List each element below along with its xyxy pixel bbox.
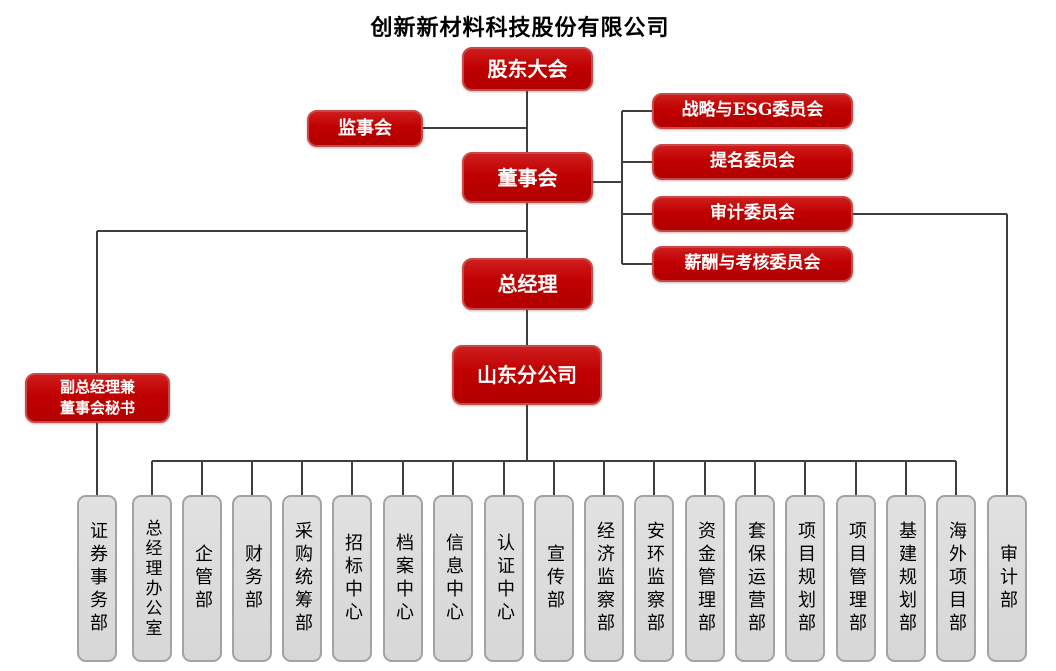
- connector-line: [905, 461, 907, 495]
- connector-line: [1006, 214, 1008, 495]
- connector-line: [526, 310, 528, 345]
- node-remuneration-assessment-committee: 薪酬与考核委员会: [652, 246, 853, 282]
- chart-title: 创新新材料科技股份有限公司: [370, 16, 670, 41]
- node-dept-project-management: 项目管理部: [836, 495, 876, 662]
- node-dept-bidding-center: 招标中心: [332, 495, 372, 662]
- node-dept-infrastructure-planning: 基建规划部: [886, 495, 926, 662]
- connector-line: [853, 213, 1007, 215]
- node-dept-overseas-projects: 海外项目部: [936, 495, 976, 662]
- node-dept-publicity: 宣传部: [534, 495, 574, 662]
- node-deputy-gm-board-secretary: 副总经理兼 董事会秘书: [25, 373, 170, 423]
- connector-line: [503, 461, 505, 495]
- connector-line: [452, 461, 454, 495]
- connector-line: [622, 110, 652, 112]
- node-dept-economic-supervision: 经济监察部: [584, 495, 624, 662]
- connector-line: [955, 461, 957, 495]
- node-supervisory-board: 监事会: [307, 110, 423, 147]
- node-nomination-committee: 提名委员会: [652, 144, 853, 180]
- connector-line: [251, 461, 253, 495]
- connector-line: [622, 161, 652, 163]
- connector-line: [526, 405, 528, 461]
- node-dept-securities-affairs: 证券事务部: [77, 495, 117, 662]
- connector-line: [301, 461, 303, 495]
- node-dept-audit: 审计部: [987, 495, 1027, 662]
- node-dept-project-planning: 项目规划部: [785, 495, 825, 662]
- connector-line: [201, 461, 203, 495]
- node-audit-committee: 审计委员会: [652, 196, 853, 232]
- connector-line: [423, 127, 527, 129]
- node-strategy-esg-committee: 战略与ESG委员会: [652, 93, 853, 129]
- connector-line: [704, 461, 706, 495]
- connector-line: [553, 461, 555, 495]
- node-shandong-branch: 山东分公司: [452, 345, 602, 405]
- node-dept-fund-management: 资金管理部: [685, 495, 725, 662]
- connector-line: [152, 460, 956, 462]
- connector-line: [804, 461, 806, 495]
- node-dept-archives-center: 档案中心: [383, 495, 423, 662]
- connector-line: [622, 213, 652, 215]
- connector-line: [151, 461, 153, 495]
- node-dept-procurement-coordination: 采购统筹部: [282, 495, 322, 662]
- node-shareholders-meeting: 股东大会: [462, 47, 593, 91]
- connector-line: [621, 111, 623, 264]
- node-dept-gm-office: 总经理办公室: [132, 495, 172, 662]
- connector-line: [97, 230, 527, 232]
- node-dept-hedging-operations: 套保运营部: [735, 495, 775, 662]
- node-board-of-directors: 董事会: [462, 152, 593, 203]
- node-dept-information-center: 信息中心: [433, 495, 473, 662]
- node-dept-certification-center: 认证中心: [484, 495, 524, 662]
- connector-line: [96, 231, 98, 495]
- connector-line: [526, 91, 528, 152]
- connector-line: [402, 461, 404, 495]
- node-dept-finance: 财务部: [232, 495, 272, 662]
- connector-line: [351, 461, 353, 495]
- connector-line: [653, 461, 655, 495]
- node-dept-enterprise-management: 企管部: [182, 495, 222, 662]
- node-general-manager: 总经理: [462, 258, 593, 310]
- connector-line: [622, 263, 652, 265]
- connector-line: [754, 461, 756, 495]
- connector-line: [855, 461, 857, 495]
- connector-line: [603, 461, 605, 495]
- node-dept-safety-env-supervision: 安环监察部: [634, 495, 674, 662]
- connector-line: [593, 181, 622, 183]
